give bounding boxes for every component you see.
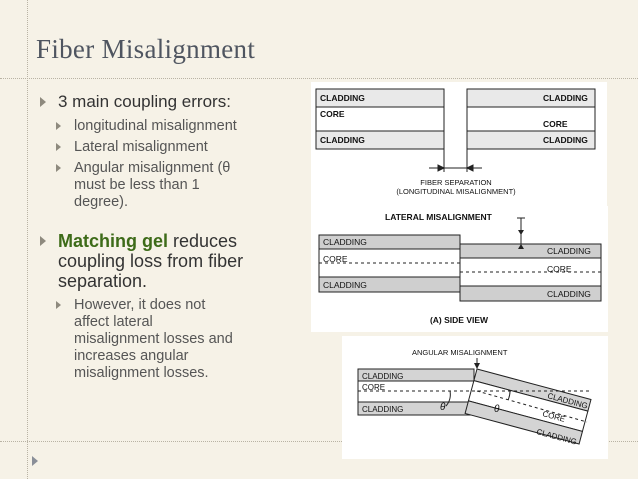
sub-bullet-arrow-icon [56,143,61,151]
label-cladding-bottom-left: CLADDING [323,280,367,290]
theta-label-right: θ [494,404,500,415]
sub-bullet-however: However, it does not affect lateral misa… [40,297,300,382]
sub-bullet-longitudinal: longitudinal misalignment [40,118,300,135]
slide-title: Fiber Misalignment [36,34,256,64]
slide-nav-arrow-icon [32,456,38,466]
bullet-list: 3 main coupling errors: longitudinal mis… [40,92,300,382]
diagram-longitudinal: CLADDING CORE CLADDING CLADDING CORE CLA… [311,82,607,208]
label-cladding-top-left: CLADDING [362,372,403,381]
label-core-left: CORE [320,109,345,119]
caption-longitudinal: (LONGITUDINAL MISALIGNMENT) [396,187,516,196]
label-cladding-bottom-left: CLADDING [362,405,403,414]
bullet-arrow-icon [40,97,46,107]
label-cladding-top-left: CLADDING [320,93,365,103]
label-core-right: CORE [547,264,572,274]
bullet-coupling-errors: 3 main coupling errors: [40,92,300,112]
diagram-angular: ANGULAR MISALIGNMENT CLADDING CORE CLADD… [342,336,608,459]
sub-bullet-angular: Angular misalignment (θ must be less tha… [40,160,300,211]
label-cladding-bottom-left: CLADDING [320,135,365,145]
bullet-arrow-icon [40,236,46,246]
label-cladding-top-right: CLADDING [543,93,588,103]
theta-label-left: θ [440,402,446,413]
bullet-matching-gel: Matching gel reduces coupling loss from … [40,231,300,291]
lateral-title: LATERAL MISALIGNMENT [385,212,493,222]
label-cladding-bottom-right: CLADDING [543,135,588,145]
caption-side-view: (A) SIDE VIEW [430,315,489,325]
sub-bullet-arrow-icon [56,301,61,309]
sub-bullet-lateral: Lateral misalignment [40,139,300,156]
title-divider [0,78,638,79]
vertical-guide-line [27,0,28,479]
label-core-left: CORE [362,383,385,392]
diagram-lateral: LATERAL MISALIGNMENT CLADDING CORE CLADD… [311,206,608,332]
label-cladding-top-left: CLADDING [323,237,367,247]
footer-divider [0,441,638,442]
label-core-left: CORE [323,254,348,264]
label-core-right: CORE [543,119,568,129]
caption-fiber-separation: FIBER SEPARATION [420,178,491,187]
sub-bullet-arrow-icon [56,122,61,130]
label-cladding-top-right: CLADDING [547,246,591,256]
angular-title: ANGULAR MISALIGNMENT [412,348,508,357]
sub-bullet-arrow-icon [56,164,61,172]
label-cladding-bottom-right: CLADDING [547,289,591,299]
